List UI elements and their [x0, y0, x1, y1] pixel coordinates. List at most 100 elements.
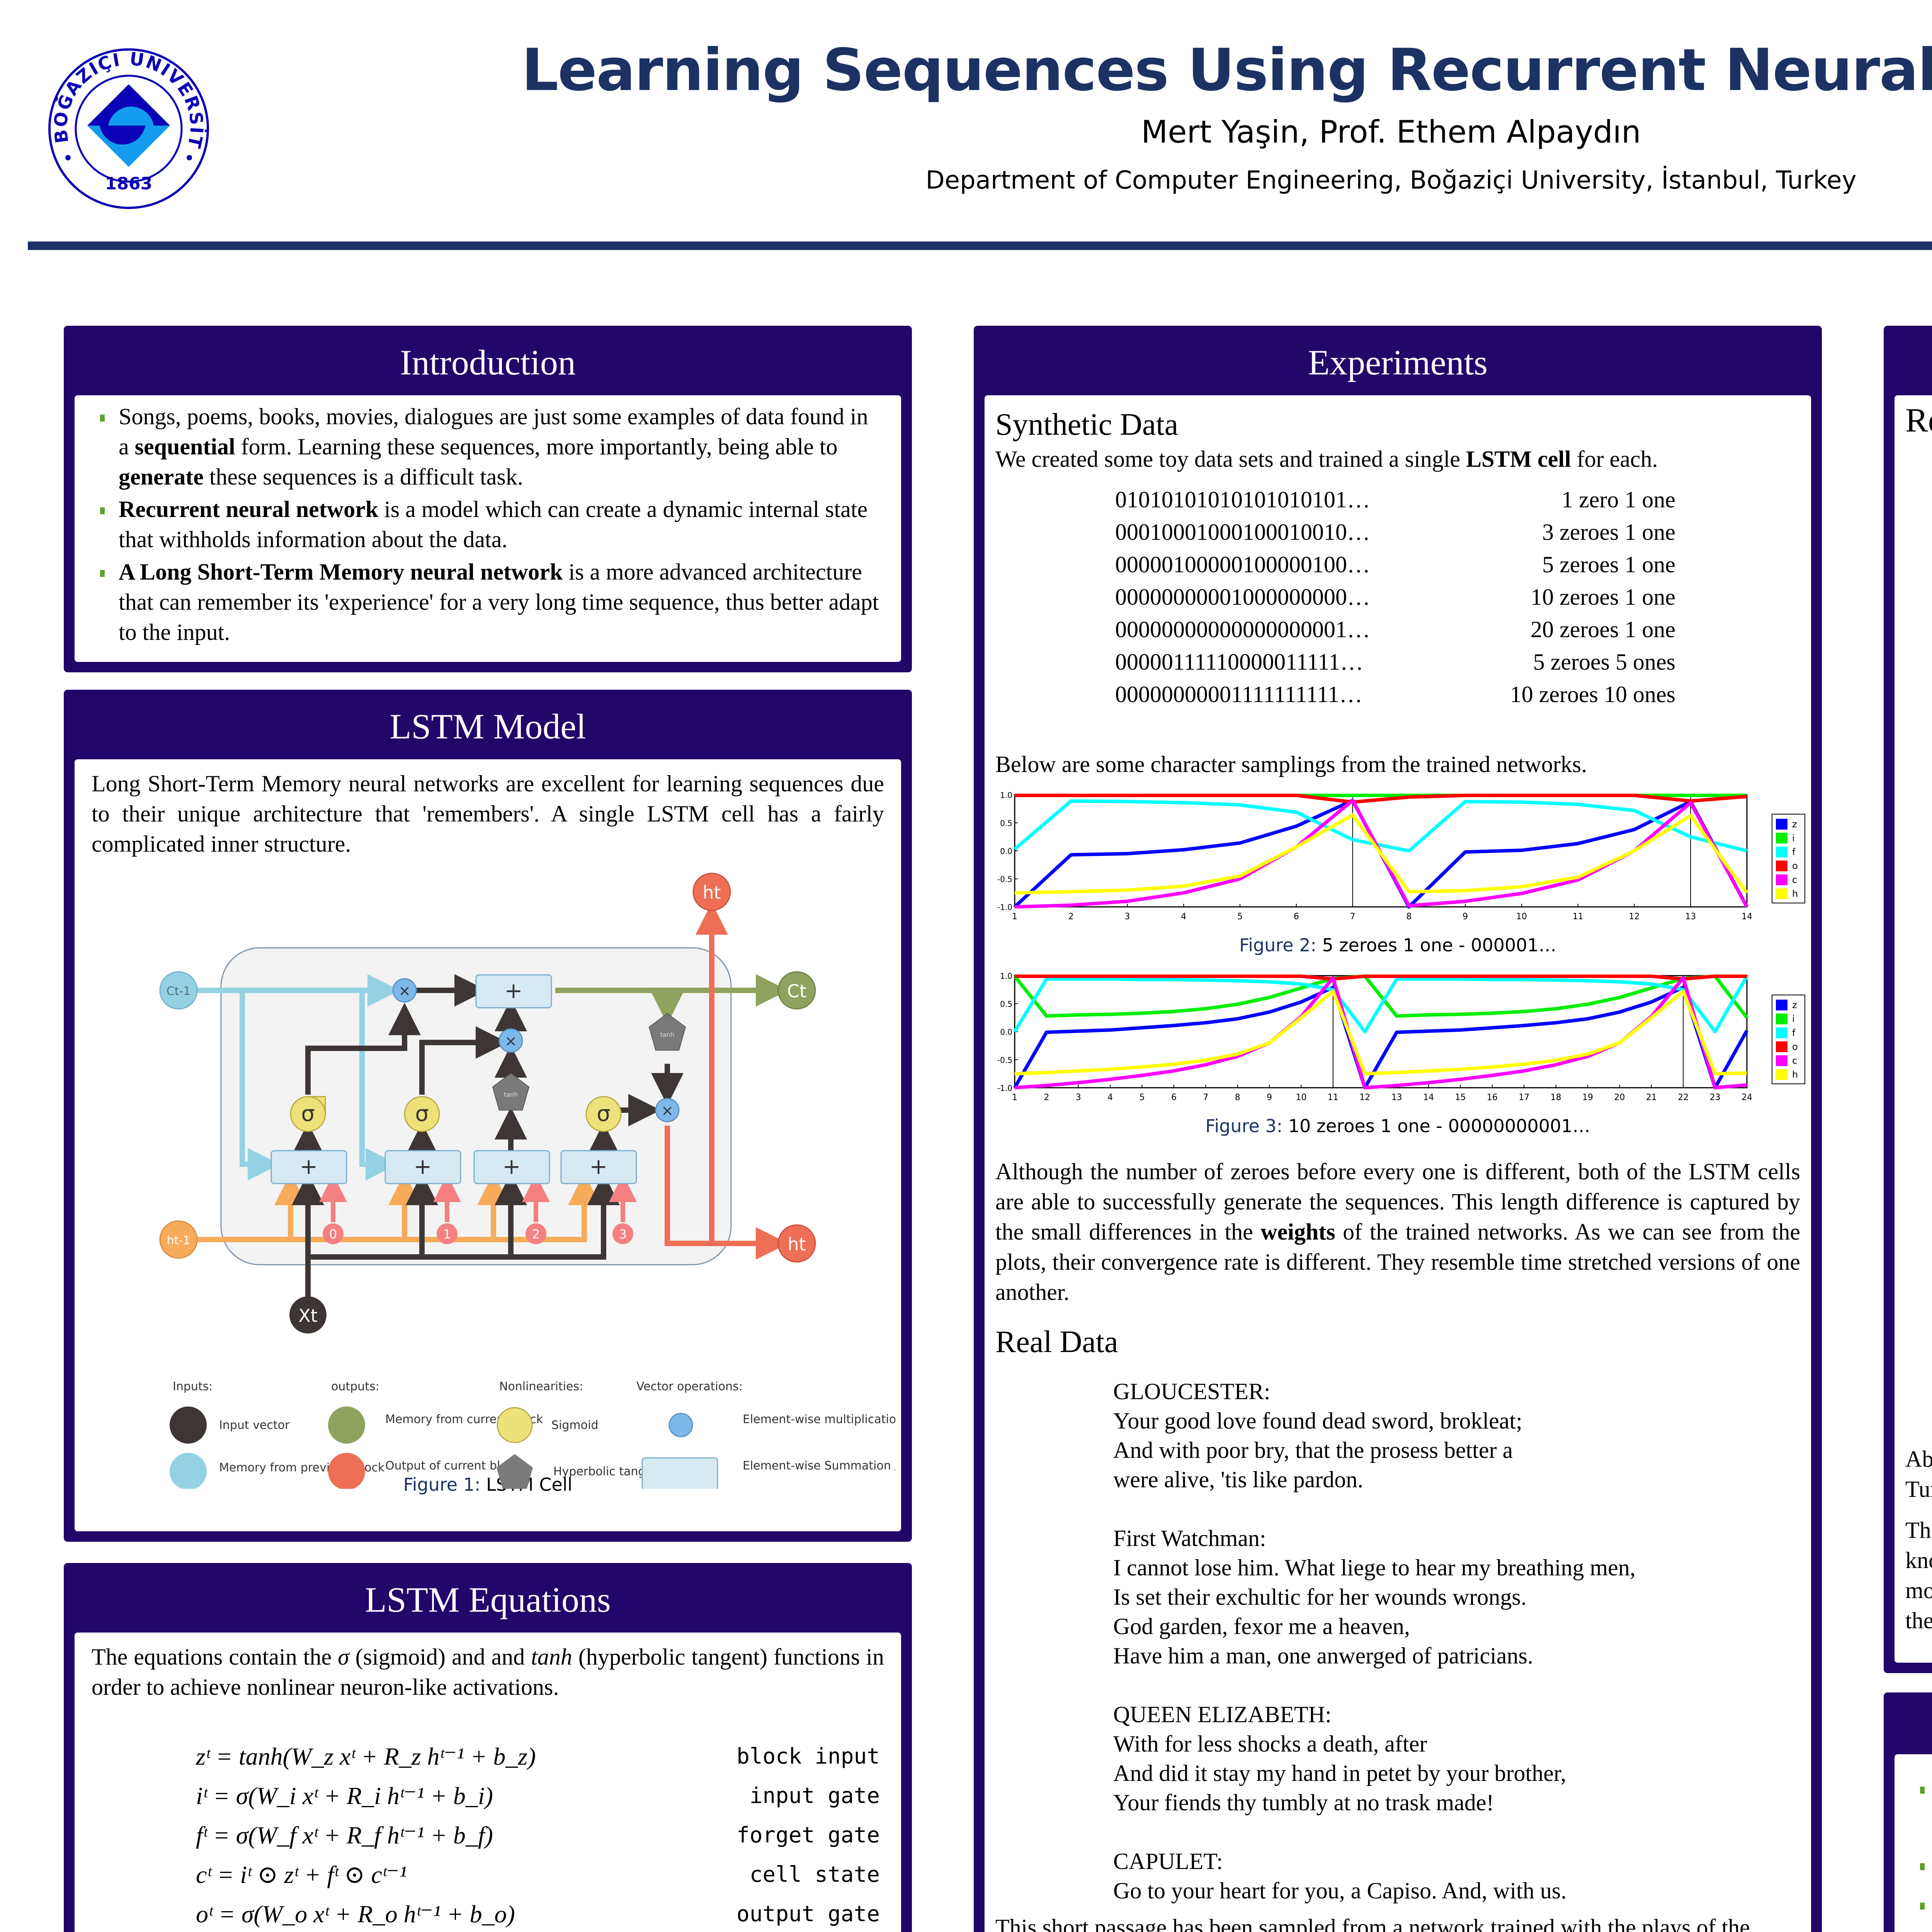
bullet-square-icon — [100, 507, 105, 514]
synthetic-data-heading: Synthetic Data — [995, 408, 1179, 442]
node-h-t-top: ht — [692, 872, 731, 911]
experiments-mid-block: Experiments Synthetic Data We created so… — [974, 326, 1822, 1932]
legend-label: i — [1792, 1014, 1795, 1024]
svg-text:+: + — [505, 978, 523, 1003]
verse-line: Your good love found dead sword, broklea… — [1113, 1408, 1522, 1434]
samplings-text: Below are some character samplings from … — [995, 752, 1587, 777]
shakespeare-note: This short passage has been sampled from… — [995, 1915, 1750, 1932]
legend-swatch — [1776, 1069, 1787, 1080]
legend-label: h — [1792, 1069, 1798, 1080]
legend-swatch — [1776, 819, 1787, 830]
series-line-z — [1013, 985, 1748, 1090]
x-tick-label: 13 — [1685, 912, 1696, 922]
bias-node: 0 — [323, 1223, 344, 1244]
y-tick-label: -1.0 — [997, 903, 1012, 912]
legend-swatch — [1776, 1000, 1787, 1010]
x-tick-label: 12 — [1629, 912, 1639, 922]
lstm-model-text: Long Short-Term Memory neural networks a… — [92, 771, 884, 857]
bullet-square-icon — [1920, 1903, 1925, 1910]
node-x-t: Xt — [289, 1296, 327, 1333]
x-tick-label: 21 — [1646, 1093, 1657, 1102]
equation-row: zᵗ = tanh(W_z xᵗ + R_z hᵗ⁻¹ + b_z)block … — [196, 1743, 880, 1770]
x-tick-label: 18 — [1551, 1093, 1561, 1102]
legend-swatch — [1776, 1014, 1787, 1024]
svg-text:Element-wise Summation / Conca: Element-wise Summation / Concatenation — [743, 1459, 895, 1473]
experiments-right-block: Experiments Real Data Fakat çünküÖldü, b… — [1884, 326, 1932, 1673]
verse-line: Have him a man, one anwerged of patricia… — [1113, 1643, 1533, 1668]
lstm-model-block: LSTM Model Long Short-Term Memory neural… — [64, 690, 986, 1542]
y-tick-label: 1.0 — [1000, 971, 1012, 981]
y-tick-label: 0.5 — [1000, 1000, 1012, 1009]
svg-text:Ct-1: Ct-1 — [167, 985, 191, 998]
sigmoid-unit: σ — [290, 1096, 326, 1132]
y-tick-label: -0.5 — [997, 1056, 1012, 1065]
x-tick-label: 11 — [1328, 1093, 1338, 1102]
verse-line: First Watchman: — [1113, 1526, 1266, 1551]
x-tick-label: 8 — [1235, 1093, 1240, 1102]
figure-2-caption: Figure 2: 5 zeroes 1 one - 000001… — [1239, 935, 1556, 956]
x-tick-label: 11 — [1573, 912, 1583, 922]
poster-authors: Mert Yaşin, Prof. Ethem Alpaydın — [1141, 114, 1641, 150]
x-tick-label: 12 — [1359, 1093, 1370, 1102]
sequence-row: 00000000001000000000…10 zeroes 1 one — [1115, 584, 1675, 610]
verse-line: CAPULET: — [1113, 1849, 1223, 1874]
bias-node: 3 — [612, 1223, 633, 1244]
legend-label: i — [1792, 833, 1795, 844]
bullet-square-icon — [100, 570, 105, 577]
x-tick-label: 14 — [1742, 912, 1752, 922]
svg-text:σ: σ — [597, 1101, 611, 1126]
results-note: The spectacular thing about these result… — [1905, 1517, 1932, 1633]
legend-swatch — [1776, 874, 1787, 885]
sum-box: + — [270, 1150, 347, 1184]
bullet-square-icon — [1920, 1787, 1925, 1794]
x-tick-label: 20 — [1614, 1093, 1625, 1102]
node-h-prev: ht-1 — [159, 1220, 198, 1259]
svg-text:σ: σ — [415, 1101, 429, 1126]
figure-3-caption: Figure 3: 10 zeroes 1 one - 00000000001… — [1205, 1116, 1590, 1136]
bias-node: 1 — [437, 1223, 457, 1244]
mult-node: × — [655, 1098, 680, 1122]
x-tick-label: 7 — [1350, 912, 1355, 922]
sequence-row: 00010001000100010010…3 zeroes 1 one — [1115, 519, 1675, 545]
sequence-row: 00000000001111111111…10 zeroes 10 ones — [1115, 682, 1675, 707]
conclusion-bullet: LSTM neural networks are better at learn… — [1912, 1886, 1932, 1932]
legend-label: f — [1792, 1027, 1796, 1038]
x-tick-label: 19 — [1582, 1093, 1593, 1102]
verse-line: And did it stay my hand in petet by your… — [1113, 1760, 1566, 1786]
lstm-cell-figure: Ct-1 ht-1 Ct ht ht Xt + + + + + σ σ σ ta… — [80, 863, 986, 1492]
legend-swatch — [1776, 847, 1787, 857]
intro-bullet: Recurrent neural network is a model whic… — [92, 494, 884, 554]
y-tick-label: 0.0 — [1000, 1027, 1012, 1037]
verse-line: Your fiends thy tumbly at no trask made! — [1113, 1790, 1494, 1815]
conclusion-block: Conlusion Sequence learning is a problem… — [1884, 1692, 1932, 1932]
y-tick-label: -1.0 — [997, 1083, 1012, 1093]
verse-line: Is set their exchultic for her wounds wr… — [1113, 1584, 1527, 1610]
x-tick-label: 24 — [1742, 1093, 1752, 1102]
sequence-row: 00000111110000011111…5 zeroes 5 ones — [1115, 649, 1675, 675]
logo-year: 1863 — [105, 174, 152, 194]
svg-text:×: × — [661, 1102, 673, 1119]
y-tick-label: 1.0 — [1000, 791, 1012, 800]
real-data-heading-right: Real Data — [1905, 402, 1932, 439]
lstm-model-title: LSTM Model — [389, 707, 586, 746]
intro-bullet: A Long Short-Term Memory neural network … — [92, 557, 884, 647]
x-tick-label: 2 — [1068, 912, 1074, 922]
series-line-i — [1013, 974, 1748, 1019]
series-line-h — [1014, 813, 1748, 895]
svg-text:tanh: tanh — [504, 1091, 518, 1098]
svg-text:ht: ht — [787, 1234, 806, 1255]
conclusion-bullet: Recurrent neural networks are good at le… — [1912, 1846, 1932, 1883]
x-tick-label: 6 — [1171, 1093, 1177, 1102]
equation-list: zᵗ = tanh(W_z xᵗ + R_z hᵗ⁻¹ + b_z)block … — [92, 1737, 884, 1932]
shakespeare-sample: GLOUCESTER:Your good love found dead swo… — [995, 1377, 1800, 1905]
x-tick-label: 3 — [1076, 1093, 1081, 1102]
x-tick-label: 15 — [1455, 1093, 1466, 1102]
mult-node: × — [498, 1028, 523, 1053]
y-tick-label: 0.5 — [1000, 819, 1012, 828]
x-tick-label: 1 — [1012, 912, 1017, 922]
legend-label: o — [1792, 861, 1798, 871]
legend-label: z — [1792, 1000, 1797, 1010]
